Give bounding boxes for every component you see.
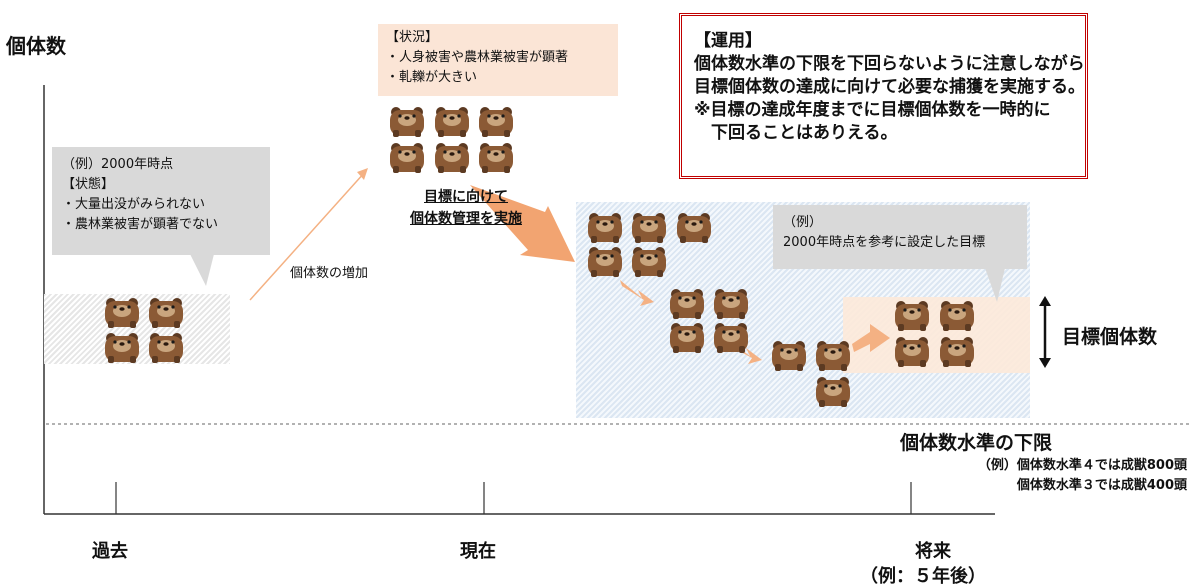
bear-icon (149, 298, 183, 328)
target-callout-line: 2000年時点を参考に設定した目標 (783, 235, 986, 250)
increase-arrowhead (357, 168, 368, 180)
lower-limit-notes: （例）個体数水準４では成獣800頭 個体数水準３では成獣400頭 (978, 456, 1187, 496)
bear-icon (670, 323, 704, 353)
bear-icon (670, 289, 704, 319)
bear-icon (588, 247, 622, 277)
operation-line: ※目標の達成年度までに目標個体数を一時的に (694, 100, 1051, 120)
present-status-line: ・人身被害や農林業被害が顕著 (386, 50, 569, 65)
management-arrow (470, 185, 575, 262)
bear-icon (940, 337, 974, 367)
bear-icon (816, 341, 850, 371)
step-arrows (620, 280, 890, 364)
x-tick-past: 過去 (92, 541, 128, 562)
bear-icon (895, 301, 929, 331)
lower-limit-note: （例）個体数水準４では成獣800頭 (977, 458, 1187, 473)
management-label: 目標に向けて 個体数管理を実施 (398, 186, 534, 230)
bear-icon (714, 289, 748, 319)
target-range-arrowhead-down (1039, 358, 1051, 368)
past-callout-line: 【状態】 (62, 177, 115, 192)
past-callout-line: ・農林業被害が顕著でない (62, 217, 219, 232)
bear-icon (895, 337, 929, 367)
target-population-label: 目標個体数 (1062, 326, 1158, 348)
bear-icon (479, 143, 513, 173)
bear-icon (632, 247, 666, 277)
operation-line: 下回ることはありえる。 (694, 123, 898, 143)
y-axis-title: 個体数 (6, 34, 66, 58)
bear-icon (435, 107, 469, 137)
increase-label: 個体数の増加 (290, 266, 369, 281)
lower-limit-note: 個体数水準３では成獣400頭 (1016, 478, 1187, 493)
x-tick-future-note: （例：５年後） (860, 566, 986, 587)
bear-icon (390, 107, 424, 137)
x-tick-future: 将来 (915, 541, 951, 562)
step-arrow (620, 280, 654, 306)
operation-line: 目標個体数の達成に向けて必要な捕獲を実施する。 (694, 77, 1085, 97)
past-callout-pointer (190, 254, 214, 286)
bear-icon (149, 333, 183, 363)
step-arrow (728, 340, 762, 364)
bear-icon (105, 298, 139, 328)
bear-icon (940, 301, 974, 331)
past-callout-line: ・大量出没がみられない (62, 197, 206, 212)
past-callout: （例）2000年時点 【状態】 ・大量出没がみられない ・農林業被害が顕著でない (52, 147, 270, 255)
bear-icon (435, 143, 469, 173)
target-callout-pointer (985, 268, 1005, 302)
operation-line: 【運用】 (694, 31, 762, 51)
management-label-line: 目標に向けて (424, 189, 508, 205)
bear-icon (714, 323, 748, 353)
x-tick-present: 現在 (460, 541, 496, 562)
operation-line: 個体数水準の下限を下回らないように注意しながら (694, 54, 1085, 74)
bear-icon (390, 143, 424, 173)
present-status-line: ・軋轢が大きい (386, 70, 478, 85)
bear-icon (588, 213, 622, 243)
target-callout: （例） 2000年時点を参考に設定した目標 (773, 205, 1027, 269)
past-callout-line: （例）2000年時点 (62, 157, 174, 172)
present-status-line: 【状況】 (386, 30, 439, 45)
target-callout-line: （例） (783, 215, 823, 230)
increase-arrow (249, 171, 366, 301)
step-arrow (852, 324, 890, 352)
bear-icon (632, 213, 666, 243)
bear-icon (816, 377, 850, 407)
bear-icon (479, 107, 513, 137)
bear-icon (105, 333, 139, 363)
operation-box: 【運用】 個体数水準の下限を下回らないように注意しながら 目標個体数の達成に向け… (679, 13, 1088, 179)
bear-icon (772, 341, 806, 371)
management-label-line: 個体数管理を実施 (410, 211, 522, 227)
lower-limit-title: 個体数水準の下限 (900, 432, 1053, 454)
target-range-arrowhead-up (1039, 296, 1051, 306)
bear-icon (677, 213, 711, 243)
present-status-box: 【状況】 ・人身被害や農林業被害が顕著 ・軋轢が大きい (378, 24, 618, 96)
